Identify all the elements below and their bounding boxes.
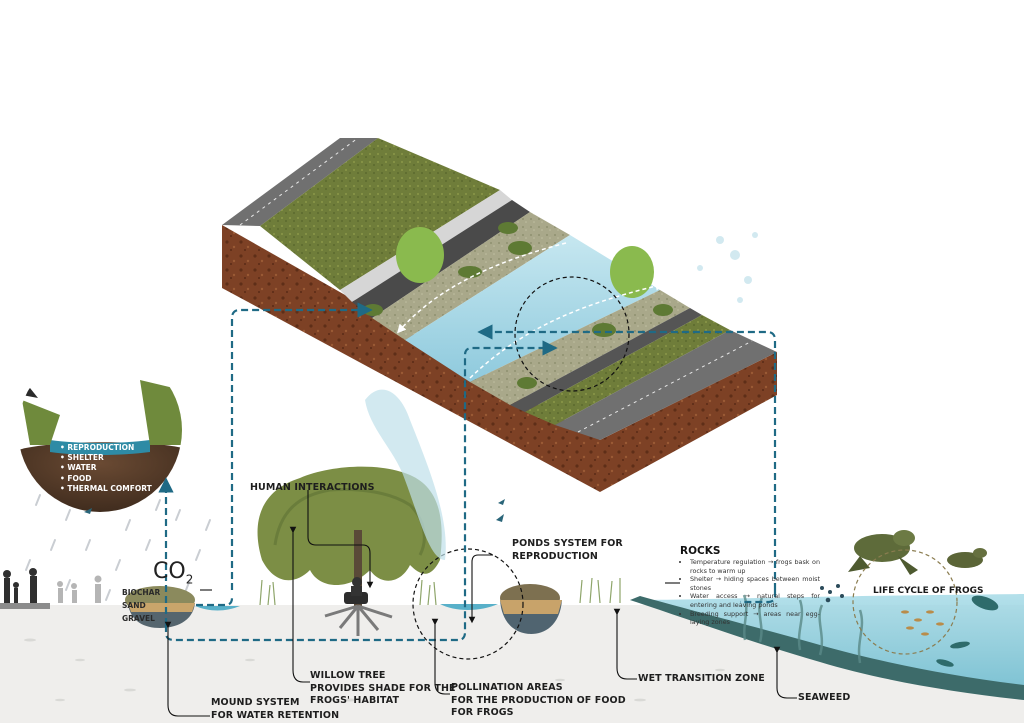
habitat-need-item: REPRODUCTION: [60, 443, 152, 453]
rocks-item: Shelter → hiding spaces between moist st…: [690, 575, 820, 592]
frog-eggs: [820, 584, 844, 603]
co2-label: CO2: [153, 559, 193, 586]
pond-small: [195, 606, 240, 611]
co2-main: CO: [153, 559, 186, 584]
flow-arrow-right: [469, 281, 665, 379]
label-line: PROVIDES SHADE FOR THE: [310, 682, 456, 694]
pollination-circle: [412, 548, 524, 660]
label-line: FOR FROGS: [451, 707, 514, 718]
label-line: FROGS' HABITAT: [310, 695, 400, 706]
rocks-list: Temperature regulation → frogs bask on r…: [680, 558, 820, 627]
block-trees: [396, 227, 654, 298]
label-line: MOUND SYSTEM: [211, 697, 300, 708]
rocks-title: ROCKS: [680, 545, 721, 557]
pond-mound: [500, 584, 562, 634]
habitat-need-item: FOOD: [60, 474, 152, 484]
rocks-item: Breeding support → areas near egg-laying…: [690, 610, 820, 627]
people-silhouettes: [3, 568, 37, 603]
life-cycle-circle: [852, 549, 958, 655]
label-line: WILLOW TREE: [310, 670, 386, 681]
label-line: FOR WATER RETENTION: [211, 709, 340, 721]
label-wet-transition: WET TRANSITION ZONE: [638, 673, 765, 684]
pavement: [0, 603, 50, 609]
rocks-info: ROCKS Temperature regulation → frogs bas…: [680, 545, 820, 627]
layer-gravel: GRAVEL: [122, 614, 155, 623]
small-frog: [947, 548, 987, 568]
rocks-item: Water access → natural steps for enterin…: [690, 592, 820, 609]
leader-lines: [164, 490, 797, 717]
habitat-need-item: THERMAL COMFORT: [60, 484, 151, 494]
label-pollination: POLLINATION AREAS FOR THE PRODUCTION OF …: [451, 682, 626, 720]
faded-people: [57, 575, 102, 603]
label-line: PONDS SYSTEM FOR: [512, 538, 623, 549]
rocks-focus-circle: [514, 276, 630, 392]
pond-center: [440, 604, 498, 610]
mound: [125, 586, 195, 628]
seaweed: [742, 594, 864, 664]
co2-subscript: 2: [185, 572, 194, 587]
flow-arrow-left: [397, 242, 567, 334]
reeds: [259, 577, 621, 606]
block-shrubs: [363, 222, 673, 389]
layer-sand: SAND: [122, 601, 146, 610]
rocks-item: Temperature regulation → frogs bask on r…: [690, 558, 820, 575]
tree-roots: [324, 604, 393, 636]
adult-frog: [848, 530, 918, 575]
label-ponds-system: PONDS SYSTEM FOR REPRODUCTION: [512, 538, 623, 563]
label-line: FOR THE PRODUCTION OF FOOD: [451, 694, 626, 706]
label-mound-system: MOUND SYSTEM FOR WATER RETENTION: [211, 697, 339, 722]
tadpoles: [901, 610, 944, 636]
label-line: REPRODUCTION: [512, 550, 598, 562]
person-sitting: [344, 577, 368, 604]
habitat-needs-list: REPRODUCTION SHELTER WATER FOOD THERMAL …: [60, 443, 152, 494]
isometric-river-block: [222, 138, 777, 492]
layer-biochar: BIOCHAR: [122, 588, 161, 597]
road-lines: [239, 137, 753, 433]
label-life-cycle: LIFE CYCLE OF FROGS: [873, 586, 984, 596]
label-willow-tree: WILLOW TREE PROVIDES SHADE FOR THE FROGS…: [310, 670, 456, 708]
habitat-need-item: SHELTER: [60, 453, 152, 463]
label-human-interactions: HUMAN INTERACTIONS: [250, 482, 375, 493]
rock-bank: [630, 596, 1024, 700]
water-splash: [365, 232, 758, 560]
birds: [84, 499, 505, 522]
froglets: [936, 595, 999, 667]
habitat-need-item: WATER: [60, 463, 152, 473]
label-seaweed: SEAWEED: [798, 692, 851, 703]
ground-speckles: [24, 638, 725, 702]
label-line: POLLINATION AREAS: [451, 682, 563, 693]
